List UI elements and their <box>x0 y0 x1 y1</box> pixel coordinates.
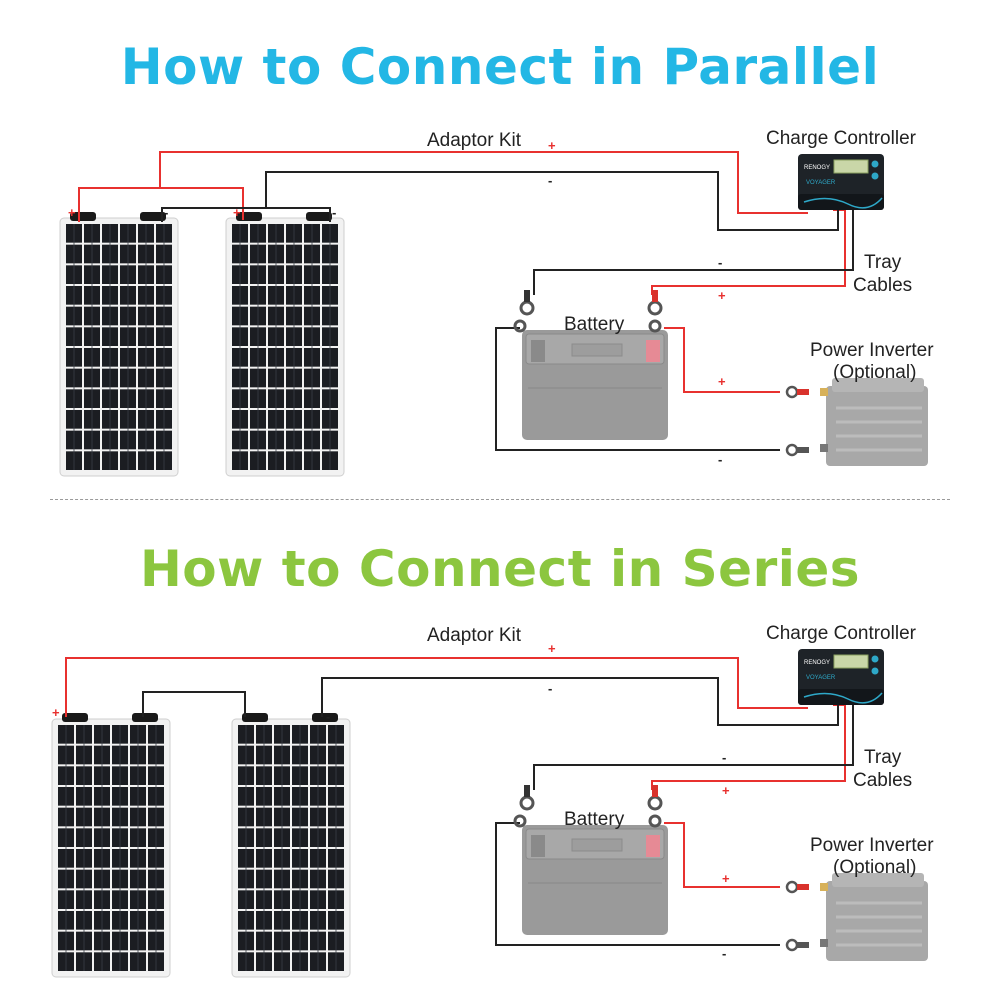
power-inverter <box>820 378 928 466</box>
solar-panel-2 <box>231 713 351 978</box>
inverter-label-line2: (Optional) <box>833 857 916 878</box>
power-inverter <box>820 873 928 961</box>
inverter-label-line1: Power Inverter <box>810 340 934 361</box>
solar-panel-1 <box>59 212 179 477</box>
solar-panel-2 <box>225 212 345 477</box>
panel2-positive-sign: + <box>233 205 241 220</box>
charge-controller: RENOGY VOYAGER <box>798 649 884 705</box>
panel2-negative-sign: - <box>332 205 336 220</box>
junction-box <box>312 713 338 722</box>
charge-controller-label: Charge Controller <box>766 128 917 149</box>
panel1-positive-sign: + <box>68 205 76 220</box>
inverter-positive-lug <box>785 880 809 894</box>
tray-positive-sign: + <box>718 288 726 303</box>
battery-negative-terminal <box>513 290 535 333</box>
positive-wires <box>78 151 846 393</box>
inverter-positive-sign: + <box>722 871 730 886</box>
inverter-negative-sign: - <box>722 946 726 961</box>
battery <box>522 825 668 935</box>
controller-brand: RENOGY <box>804 165 830 171</box>
solar-panel-1 <box>51 713 171 978</box>
solar-panels <box>59 212 345 477</box>
tray-cables-label-line2: Cables <box>853 275 912 296</box>
controller-brand: RENOGY <box>804 660 830 666</box>
junction-box <box>140 212 166 221</box>
adaptor-negative-sign: - <box>548 173 552 188</box>
section-divider <box>50 499 950 500</box>
battery-label: Battery <box>564 809 625 830</box>
inverter-positive-lug <box>785 385 809 399</box>
controller-model: VOYAGER <box>806 180 836 186</box>
controller-model: VOYAGER <box>806 675 836 681</box>
charge-controller-label: Charge Controller <box>766 623 917 644</box>
junction-box <box>70 212 96 221</box>
panel1-positive-sign: + <box>52 705 60 720</box>
series-diagram: + - + - - + + - RENOGY VOYAGER <box>0 605 1000 1005</box>
tray-positive-sign: + <box>722 783 730 798</box>
negative-wires <box>161 171 854 451</box>
junction-box <box>242 713 268 722</box>
parallel-title: How to Connect in Parallel <box>120 38 880 96</box>
panel1-negative-sign: - <box>164 205 168 220</box>
parallel-diagram: + - + - + - - + + - RENOGY VOYAGER <box>0 110 1000 510</box>
junction-box <box>132 713 158 722</box>
inverter-negative-lug <box>785 443 809 457</box>
solar-panels <box>51 713 351 978</box>
tray-cables-label-line2: Cables <box>853 770 912 791</box>
junction-box <box>62 713 88 722</box>
series-title: How to Connect in Series <box>139 540 861 598</box>
panel2-negative-sign: - <box>326 709 330 724</box>
battery-label: Battery <box>564 314 625 335</box>
battery-positive-terminal <box>647 785 663 828</box>
inverter-negative-lug <box>785 938 809 952</box>
inverter-positive-sign: + <box>718 374 726 389</box>
adaptor-positive-sign: + <box>548 641 556 656</box>
inverter-label-line2: (Optional) <box>833 362 916 383</box>
negative-wires <box>142 677 854 946</box>
adaptor-kit-label: Adaptor Kit <box>427 625 522 646</box>
inverter-label-line1: Power Inverter <box>810 835 934 856</box>
tray-cables-label-line1: Tray <box>864 747 902 768</box>
inverter-negative-sign: - <box>718 452 722 467</box>
charge-controller: RENOGY VOYAGER <box>798 154 884 210</box>
tray-cables-label-line1: Tray <box>864 252 902 273</box>
adaptor-kit-label: Adaptor Kit <box>427 130 522 151</box>
battery-positive-terminal <box>647 290 663 333</box>
adaptor-negative-sign: - <box>548 681 552 696</box>
junction-box <box>306 212 332 221</box>
tray-negative-sign: - <box>722 750 726 765</box>
adaptor-positive-sign: + <box>548 138 556 153</box>
tray-negative-sign: - <box>718 255 722 270</box>
battery-negative-terminal <box>513 785 535 828</box>
battery <box>522 330 668 440</box>
